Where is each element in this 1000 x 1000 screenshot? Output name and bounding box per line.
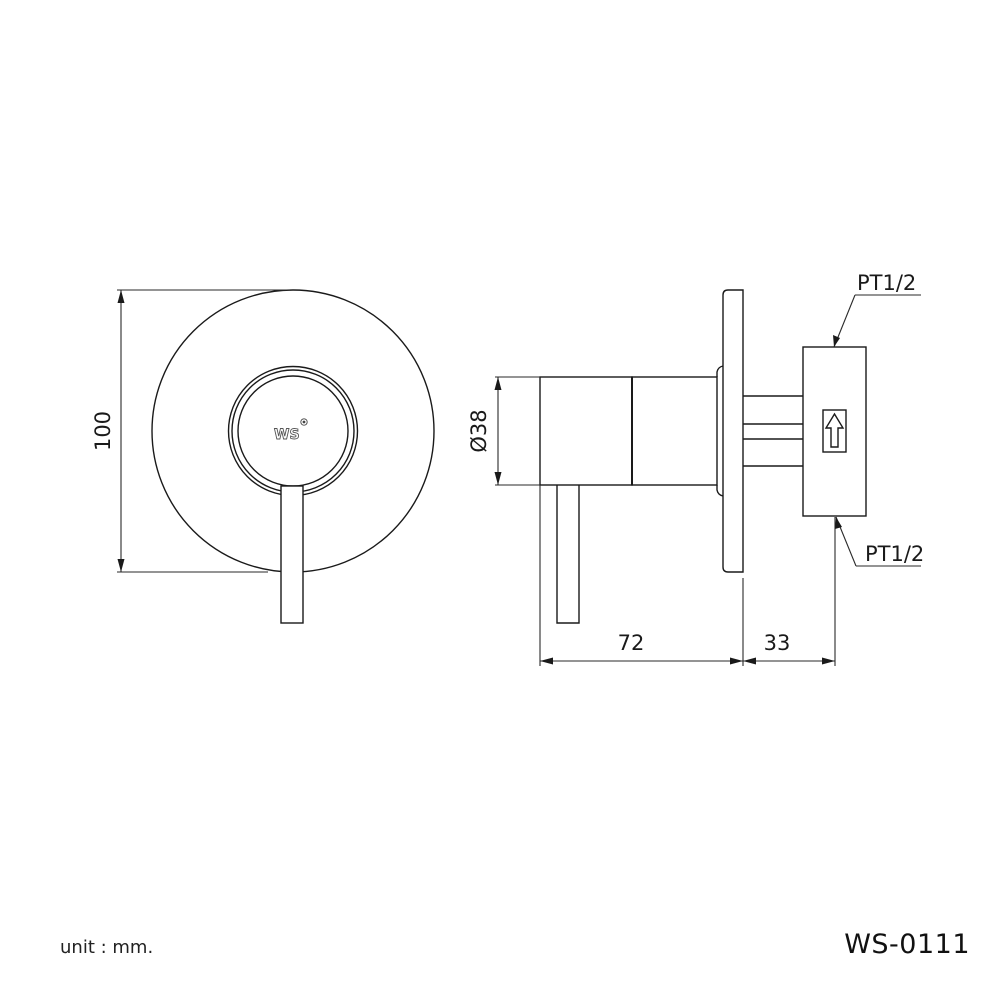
dimension-label-38: Ø38 <box>467 409 491 452</box>
dimension-body-diameter: Ø38 <box>467 376 540 486</box>
body-rear-segment <box>631 376 718 486</box>
side-view: Ø38 72 33 PT1/2 PT1/2 <box>467 271 924 666</box>
unit-note: unit : mm. <box>60 937 154 958</box>
leader-inlet-bottom: PT1/2 <box>835 516 924 567</box>
ws-logo-icon: WS <box>274 418 308 443</box>
lever-handle-side <box>556 485 580 624</box>
front-view: WS 100 <box>91 289 435 624</box>
dimension-label-72: 72 <box>618 631 645 655</box>
wall-flange <box>722 289 744 573</box>
label-pt12-bottom: PT1/2 <box>865 542 924 566</box>
model-number: WS-0111 <box>844 929 970 960</box>
arrow-up-icon <box>822 409 847 453</box>
dimension-label-100: 100 <box>91 411 115 451</box>
body-collar <box>716 365 724 497</box>
dimension-lengths: 72 33 <box>539 485 836 666</box>
body-front-segment <box>539 376 633 486</box>
label-pt12-top: PT1/2 <box>857 271 916 295</box>
connecting-pipes <box>743 395 803 467</box>
valve-body <box>802 346 867 517</box>
leader-inlet-top: PT1/2 <box>833 271 921 348</box>
dimension-plate-diameter: 100 <box>91 289 290 573</box>
dimension-label-33: 33 <box>764 631 791 655</box>
svg-text:WS: WS <box>274 427 300 443</box>
lever-handle-front <box>280 485 304 624</box>
